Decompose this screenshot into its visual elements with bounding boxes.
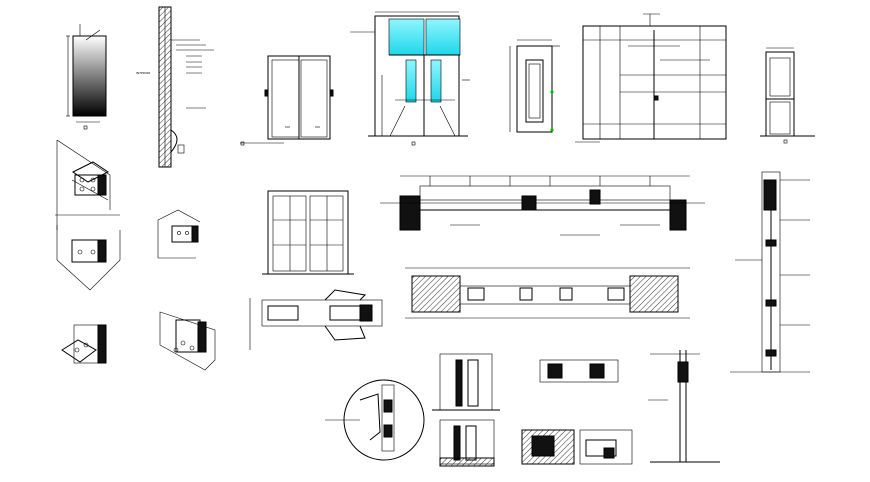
bracket-isometric-small [157,209,201,259]
sill-section-2 [521,429,575,465]
single-door-vision-panel [509,39,560,133]
curtain-wall-elevation [575,13,727,143]
double-door-elevation [240,55,334,146]
threshold-section-2 [439,419,495,467]
door-gradient-elevation [66,24,107,130]
door-plan-section-upper [380,175,705,236]
vertical-wall-section [730,171,810,373]
sill-section-1 [539,359,619,383]
wall-section-notes [176,44,214,109]
glazed-entrance-door-elevation [350,11,470,146]
circled-enlarged-detail [325,379,425,461]
wall-section-detail: INTERIOR [136,6,214,168]
sill-section-3 [579,429,633,465]
door-side-elevation [760,47,815,144]
interior-label: INTERIOR [136,71,150,75]
jamb-vertical-section [648,350,720,463]
hinge-isometric-details [55,139,121,291]
plan-section-upper-callouts [429,176,660,236]
lock-handle-section [249,289,383,350]
door-plan-section-lower [405,267,690,319]
threshold-section-1 [432,353,500,411]
angle-bracket-isometric-2 [159,311,216,371]
angle-bracket-isometric-1 [61,324,107,364]
french-door-elevation [262,190,354,275]
